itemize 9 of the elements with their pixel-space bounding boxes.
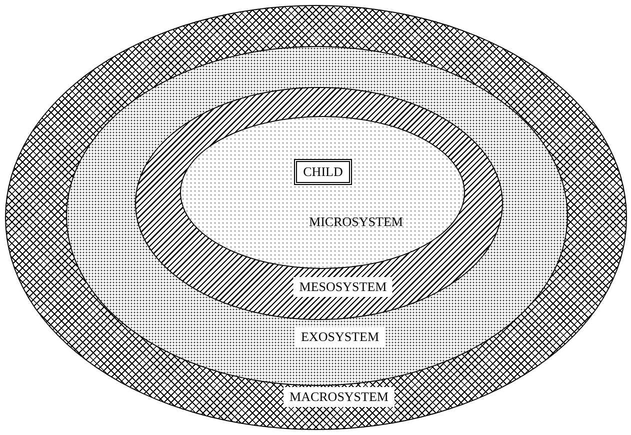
layer-label: EXOSYSTEM (295, 327, 385, 347)
layer-label: MESOSYSTEM (293, 277, 393, 297)
hatched-ellipse (135, 87, 503, 320)
layer-label: CHILD (303, 164, 343, 180)
inner-ellipse (180, 116, 465, 269)
layer-label: MICROSYSTEM (308, 213, 404, 231)
layer-label: MACROSYSTEM (284, 387, 394, 407)
label-box (294, 159, 352, 185)
dotted-ellipse (66, 46, 568, 386)
